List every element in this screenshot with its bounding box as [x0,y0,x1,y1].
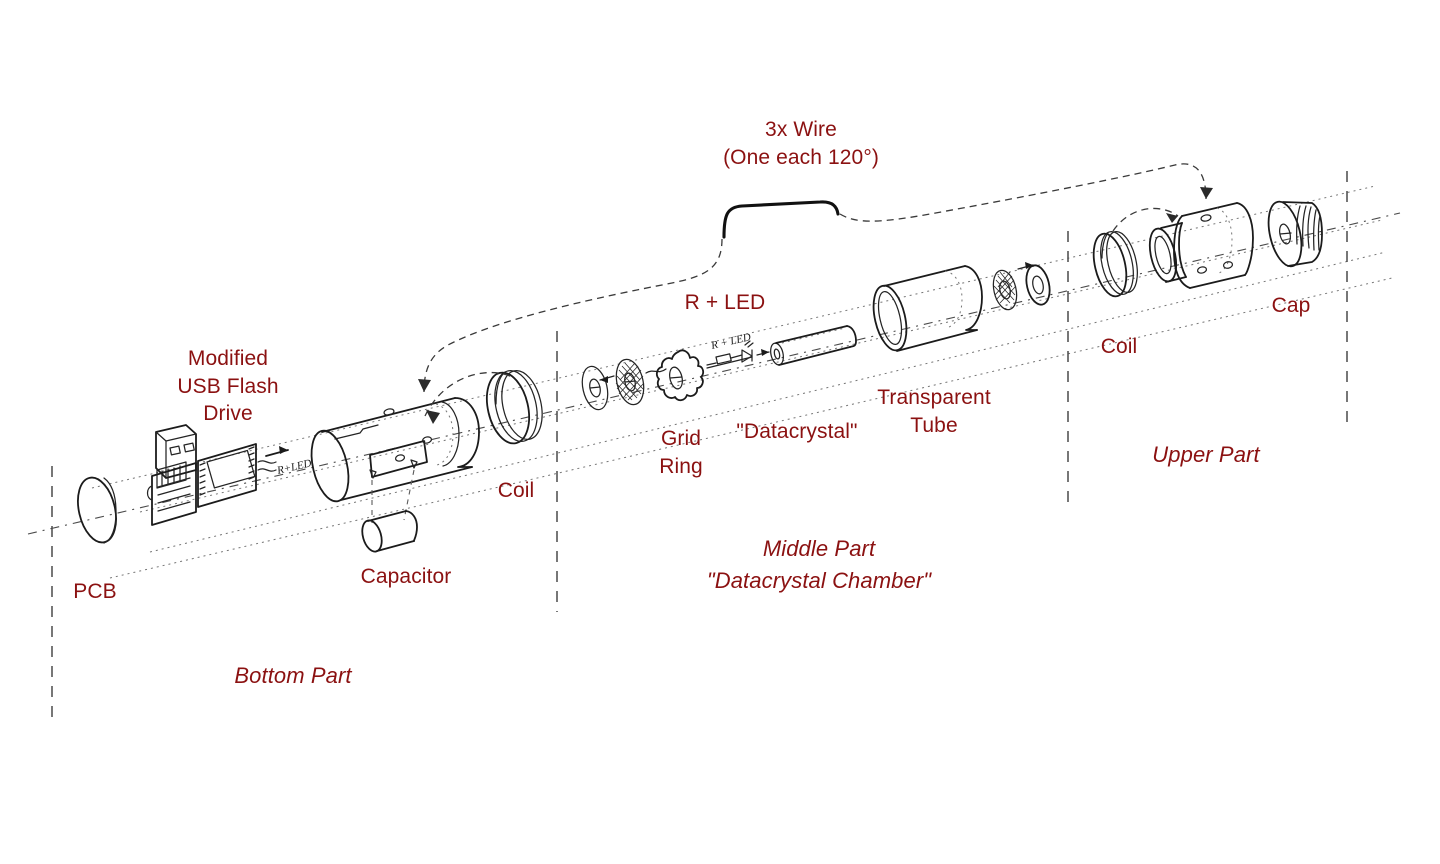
arrow-icon [1017,262,1034,270]
label-r-led: R + LED [684,291,766,314]
transparent-tube-icon [872,265,983,352]
arrow-icon [599,375,615,383]
coil-ring-icon [485,370,543,445]
coil-assembly-arrow [1112,207,1179,232]
section-label-middle-part-sub: "Datacrystal Chamber" [706,568,932,593]
usb-connector-icon: R+LED [146,424,313,526]
arrow-icon [265,446,289,457]
mesh-disc-icon [992,269,1018,311]
label-capacitor: Capacitor [360,565,452,588]
section-label-middle-part: Middle Part [762,536,876,561]
section-label-upper-part: Upper Part [1152,442,1260,467]
section-divider-icon [51,171,1348,726]
capacitor-cylinder-icon [361,510,418,553]
crystal-rod-icon [770,325,857,366]
grid-ring-icon [655,349,705,402]
sketch-text-r-led-mid: R + LED [709,331,752,352]
assembly-envelope-guides [91,185,1393,579]
label-coil-bottom: Coil [497,479,535,502]
mesh-disc-icon [615,358,645,406]
wire-bracket-icon [418,163,1213,393]
washer-icon [581,365,609,411]
arrow-icon [756,349,770,356]
tube-body-icon [310,397,480,523]
label-cap: Cap [1271,294,1311,317]
label-coil-upper: Coil [1100,335,1138,358]
washer-icon [1025,264,1051,306]
label-pcb: PCB [73,580,117,603]
label-datacrystal: "Datacrystal" [736,420,858,443]
coil-assembly-arrow [424,371,513,424]
upper-tube-icon [1148,202,1254,289]
ellipse-disc-icon [77,476,117,544]
section-label-bottom-part: Bottom Part [234,663,352,688]
grid-ring-connector [645,368,667,374]
knurled-cap-icon [1267,200,1323,268]
sketch-text-r-led-left: R+LED [275,457,313,477]
label-wire: 3x Wire(One each 120°) [723,118,879,169]
coil-ring-icon [1092,231,1138,298]
